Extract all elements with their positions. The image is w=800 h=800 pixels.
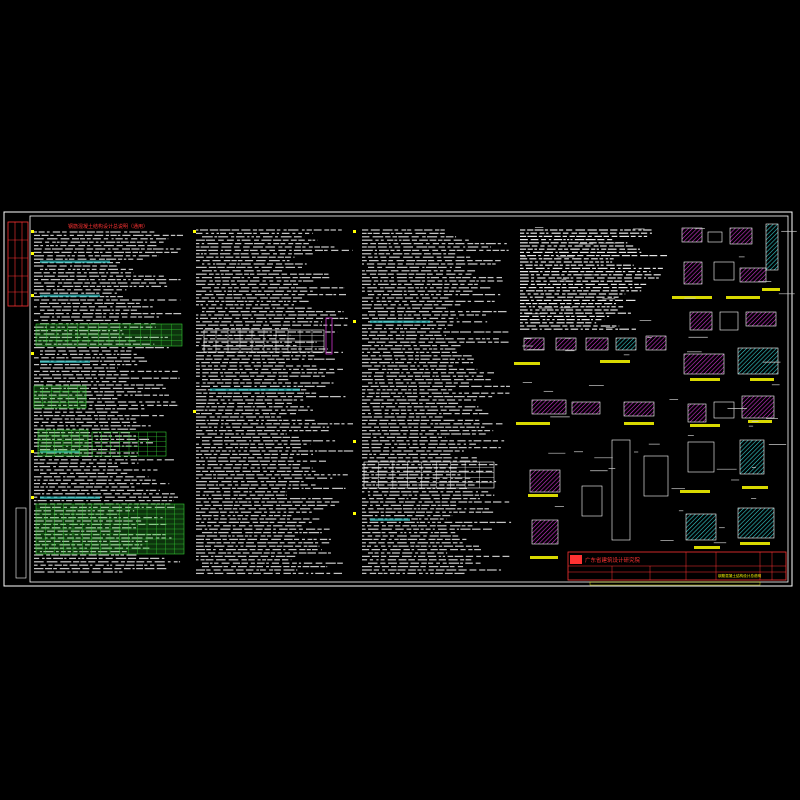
drawing-title: 钢筋混凝土结构设计总说明 [718, 573, 762, 578]
main-heading: 钢筋混凝土结构设计总说明（通用） [68, 223, 148, 230]
sheet-outer-border [3, 211, 793, 587]
left-sign-strip [7, 221, 29, 579]
company-name: 广东省建筑设计研究院 [585, 556, 641, 564]
title-block: 广东省建筑设计研究院 钢筋混凝土结构设计总说明 [567, 551, 787, 586]
tables-layer [33, 317, 495, 555]
sheet-inner-border [29, 215, 789, 583]
details-layer [514, 223, 797, 559]
